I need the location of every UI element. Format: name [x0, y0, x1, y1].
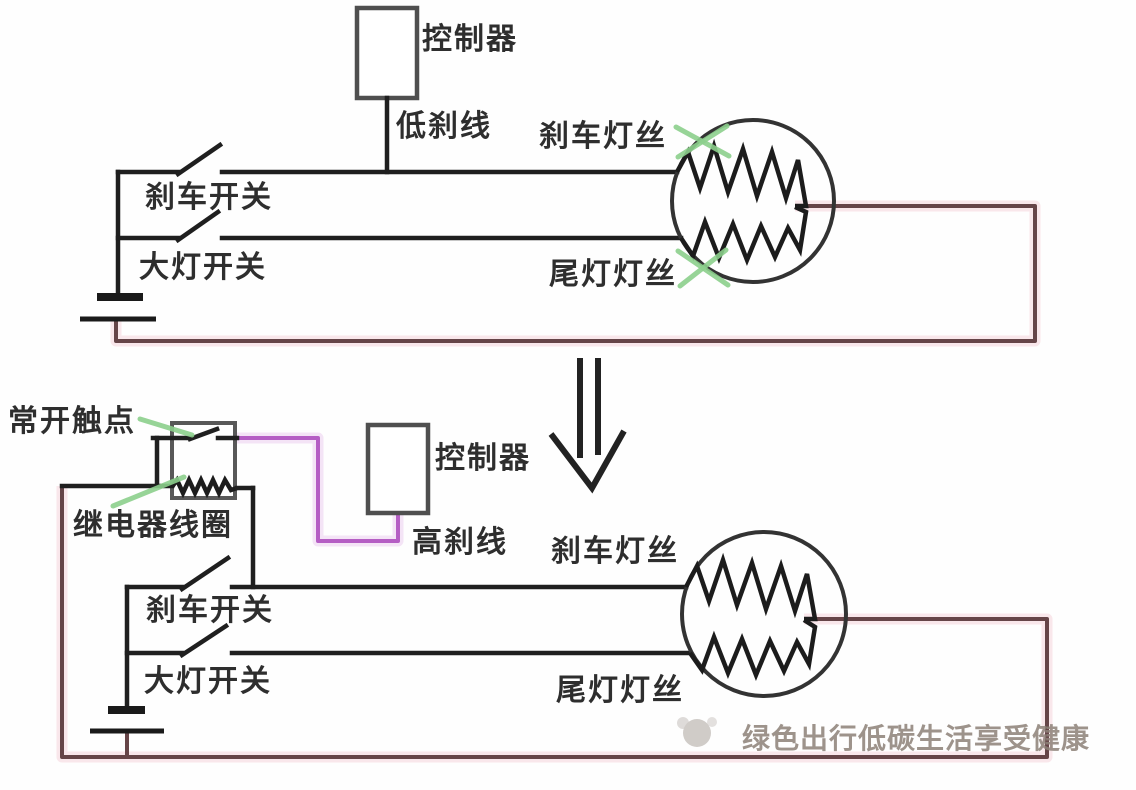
top-brake-switch-blade: [174, 141, 224, 178]
relay-box: [170, 421, 237, 500]
bottom-controller-label: 控制器: [435, 441, 531, 476]
bottom-power-wire: [60, 486, 1049, 759]
normally-open-contact-label: 常开触点: [8, 404, 136, 439]
top-power-wire: [114, 204, 1037, 343]
transform-arrow: [548, 358, 627, 494]
watermark: 绿色出行低碳生活享受健康: [677, 717, 1090, 755]
relay-coil: [59, 474, 256, 590]
watermark-text: 绿色出行低碳生活享受健康: [742, 722, 1090, 755]
relay-contact: [150, 426, 240, 487]
top-brake-filament-label: 刹车灯丝: [539, 119, 667, 154]
high-brake-line-label: 高刹线: [412, 525, 508, 560]
top-brake-switch-label: 刹车开关: [145, 180, 273, 215]
bottom-brake-switch-label: 刹车开关: [146, 593, 274, 628]
top-circuit: 控制器 低刹线 刹车灯丝 尾灯灯丝 刹车开关 大灯开关: [80, 5, 1041, 347]
top-battery-symbol: [80, 293, 156, 322]
top-headlight-switch-label: 大灯开关: [139, 250, 267, 285]
top-controller-box: [354, 5, 420, 101]
bottom-controller-box: [365, 422, 431, 516]
relay-coil-pointer: [110, 474, 187, 509]
top-bulb: [670, 118, 836, 284]
bottom-tail-filament: [688, 618, 818, 682]
top-controller-label: 控制器: [422, 22, 518, 57]
top-brake-filament: [675, 138, 809, 209]
top-headlight-switch-blade: [174, 208, 222, 244]
bottom-brake-switch-blade: [178, 554, 232, 593]
bottom-brake-filament-label: 刹车灯丝: [551, 534, 679, 569]
top-tail-filament-label: 尾灯灯丝: [549, 257, 677, 292]
top-brake-filament-highlight-mark: [673, 123, 732, 160]
top-tail-filament-highlight-mark: [675, 247, 731, 289]
bottom-battery-symbol: [90, 706, 164, 734]
watermark-logo-icon: [677, 717, 717, 747]
bottom-tail-filament-label: 尾灯灯丝: [556, 673, 684, 708]
top-tail-filament: [679, 204, 809, 267]
high-brake-wire: [237, 436, 400, 543]
bottom-bulb: [680, 530, 848, 698]
bottom-brake-filament: [684, 552, 818, 622]
normally-open-contact-pointer: [137, 416, 195, 438]
bottom-headlight-switch-blade: [178, 622, 230, 659]
relay-coil-label: 继电器线圈: [73, 508, 233, 543]
bottom-headlight-switch-label: 大灯开关: [144, 664, 272, 699]
top-low-brake-line-label: 低刹线: [395, 109, 492, 144]
bottom-circuit: 常开触点 继电器线圈 控制器 高刹线 刹车灯丝 尾灯灯丝 刹车开关 大灯开关: [8, 404, 1053, 763]
